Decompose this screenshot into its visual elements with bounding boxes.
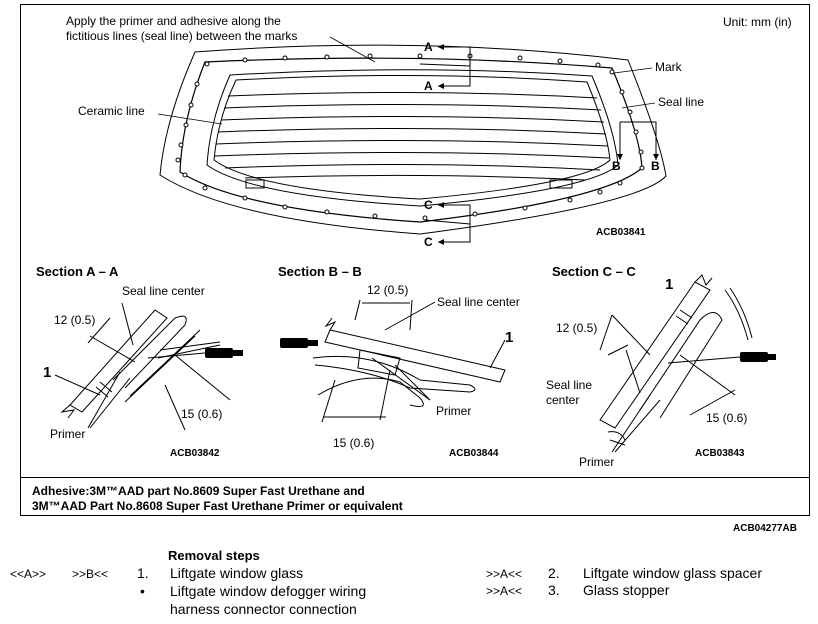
seal-marks — [175, 53, 645, 221]
section-a-part-number: 1 — [43, 364, 52, 381]
section-a-primer: Primer — [50, 427, 86, 441]
seal-line-label: Seal line — [658, 95, 705, 109]
section-a-title: Section A – A — [36, 264, 119, 279]
diagram-frame — [20, 4, 810, 516]
step1-tag-a: <<A>> — [10, 567, 47, 581]
step1-tag-b: >>B<< — [72, 567, 109, 581]
adhesive-note-line1: Adhesive:3M™AAD part No.8609 Super Fast … — [32, 484, 365, 498]
section-c-dim1: 12 (0.5) — [556, 321, 598, 335]
ceramic-line-label: Ceramic line — [78, 104, 145, 118]
ceramic-line — [206, 69, 619, 207]
figure-code: ACB04277AB — [733, 523, 797, 534]
step2-tag: >>A<< — [486, 567, 523, 581]
step1-text: Liftgate window glass — [170, 565, 304, 581]
step3-tag: >>A<< — [486, 584, 523, 598]
seal-line — [179, 57, 643, 223]
step-bullet-text2: harness connector connection — [170, 601, 357, 617]
section-a-drawing — [54, 302, 231, 431]
unit-label: Unit: mm (in) — [723, 15, 792, 29]
section-b-drawing — [312, 299, 506, 423]
marker-a-bottom: A — [424, 79, 433, 93]
step-bullet: • — [140, 583, 145, 599]
section-c-seal-line: Seal line — [546, 378, 593, 392]
section-c-primer: Primer — [579, 455, 615, 469]
apply-note-line1: Apply the primer and adhesive along the — [66, 14, 281, 28]
removal-steps-heading: Removal steps — [168, 548, 260, 563]
apply-note-line2: fictitious lines (seal line) between the… — [66, 29, 298, 43]
adhesive-note-box — [20, 477, 810, 516]
glass-outline — [159, 44, 667, 235]
step2-number: 2. — [548, 565, 560, 581]
section-b-dim1: 12 (0.5) — [367, 283, 409, 297]
step1-number: 1. — [137, 565, 149, 581]
section-c-center: center — [546, 393, 580, 407]
section-c-code: ACB03843 — [695, 448, 745, 459]
marker-a-top: A — [424, 40, 433, 54]
adhesive-note-line2: 3M™AAD Part No.8608 Super Fast Urethane … — [32, 499, 403, 513]
main-view-code: ACB03841 — [596, 227, 646, 238]
marker-c-top: C — [424, 198, 433, 212]
step-bullet-text: Liftgate window defogger wiring — [170, 583, 367, 599]
section-b-primer: Primer — [436, 404, 472, 418]
marker-b-left: B — [612, 159, 621, 173]
section-c-dim2: 15 (0.6) — [706, 411, 748, 425]
section-b-title: Section B – B — [278, 264, 362, 279]
marker-b-right: B — [651, 159, 660, 173]
marker-c-bottom: C — [424, 235, 433, 249]
step2-text: Liftgate window glass spacer — [583, 565, 762, 581]
section-a-dim1: 12 (0.5) — [54, 313, 96, 327]
section-a-seal-line-center: Seal line center — [122, 284, 205, 298]
section-b-code: ACB03844 — [449, 448, 499, 459]
section-a-code: ACB03842 — [170, 448, 220, 459]
section-c-drawing — [599, 274, 753, 453]
step3-text: Glass stopper — [583, 582, 670, 598]
section-b-dim2: 15 (0.6) — [333, 436, 375, 450]
section-a-dim2: 15 (0.6) — [181, 407, 223, 421]
section-c-title: Section C – C — [552, 264, 636, 279]
section-b-seal-line-center: Seal line center — [437, 295, 520, 309]
defogger-lines — [214, 91, 610, 181]
step3-number: 3. — [548, 582, 560, 598]
section-b-part-number: 1 — [505, 329, 514, 346]
section-c-part-number: 1 — [665, 276, 674, 293]
mark-label: Mark — [655, 60, 682, 74]
